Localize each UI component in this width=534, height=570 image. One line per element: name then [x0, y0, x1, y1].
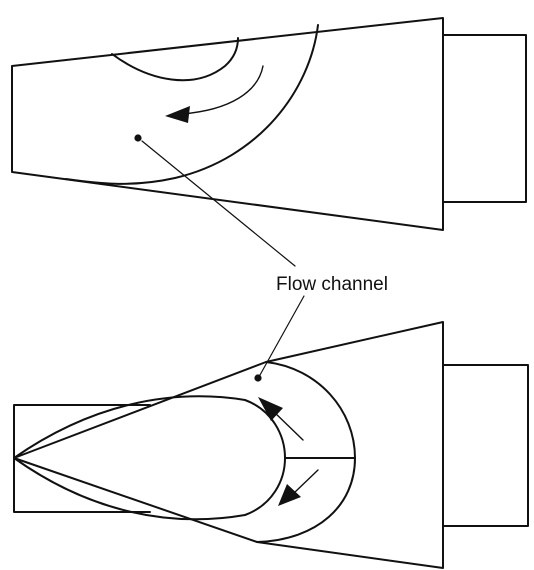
bottom-upper-arrow-line	[271, 409, 304, 441]
bottom-inner-lobe	[13, 395, 286, 521]
bottom-lower-arrow-line	[293, 469, 319, 494]
top-channel-point	[134, 134, 142, 142]
bottom-tapered-body	[13, 321, 444, 569]
top-flow-arrow-line	[181, 65, 264, 115]
flow-channel-callout: Flow channel	[141, 140, 388, 376]
callout-label: Flow channel	[276, 274, 388, 295]
top-flow-arrow-head	[165, 106, 190, 123]
top-channel-outer-curve	[65, 24, 319, 185]
bottom-end-block	[442, 364, 529, 527]
bottom-channel-point	[254, 374, 262, 382]
top-end-block	[442, 34, 527, 203]
callout-leader-bottom	[259, 295, 305, 376]
bottom-upper-arrow-head	[258, 397, 283, 421]
top-figure	[11, 17, 527, 231]
bottom-lower-arrow-head	[278, 484, 301, 506]
callout-leader-top	[141, 140, 296, 267]
top-tapered-body	[11, 17, 444, 231]
bottom-figure	[13, 321, 529, 569]
top-channel-inner-curve	[111, 37, 239, 82]
bottom-channel-outer-curve	[256, 361, 356, 543]
